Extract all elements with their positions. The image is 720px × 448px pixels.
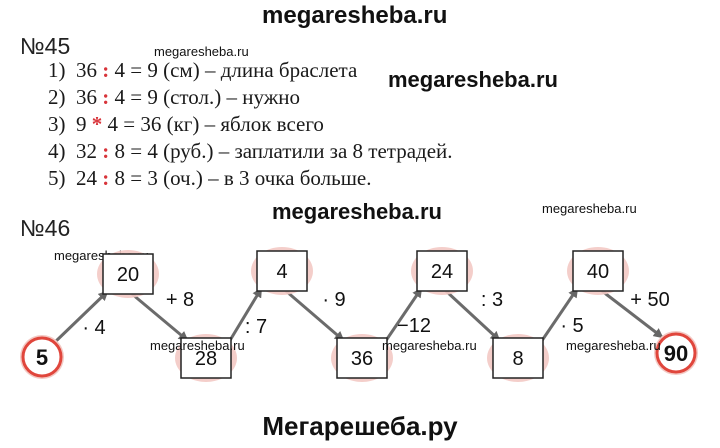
chain-arrow bbox=[444, 289, 501, 342]
watermark-diagram-1: megaresheba.ru bbox=[150, 338, 245, 353]
line-number: 5) bbox=[48, 166, 66, 190]
chain-box-value: 8 bbox=[512, 348, 523, 370]
line-operand: 32 bbox=[76, 139, 97, 163]
line-operand: 24 bbox=[76, 166, 97, 190]
chain-box: 20 bbox=[97, 250, 159, 298]
chain-box-value: 36 bbox=[351, 348, 373, 370]
operation-label: : 7 bbox=[245, 316, 267, 338]
operation-label: + 8 bbox=[166, 289, 194, 311]
chain-box-value: 24 bbox=[431, 261, 453, 283]
line-number: 4) bbox=[48, 139, 66, 163]
task-46-number: №46 bbox=[20, 215, 71, 241]
operation-label: · 4 bbox=[82, 317, 105, 339]
footer-site-name: Мегарешеба.ру bbox=[262, 411, 458, 441]
line-number: 1) bbox=[48, 58, 66, 82]
operation-label: · 9 bbox=[322, 289, 345, 311]
watermark-right: megaresheba.ru bbox=[388, 67, 558, 92]
watermark-small-right: megaresheba.ru bbox=[542, 201, 637, 216]
chain-arrow bbox=[601, 289, 664, 339]
chain-box: 28 bbox=[175, 334, 237, 382]
operation-label: + 50 bbox=[630, 289, 669, 311]
chain-box-value: 28 bbox=[195, 348, 217, 370]
chain-box: 24 bbox=[411, 247, 473, 295]
chain-box-value: 20 bbox=[117, 264, 139, 286]
line-operand: 9 bbox=[76, 112, 87, 136]
line-expression: 4 = 36 (кг) – яблок всего bbox=[107, 112, 324, 136]
end-circle: 90 bbox=[654, 331, 698, 375]
watermark-middle: megaresheba.ru bbox=[272, 199, 442, 224]
line-number: 3) bbox=[48, 112, 66, 136]
start-circle-value: 5 bbox=[36, 345, 48, 370]
operation-label: · 5 bbox=[560, 315, 583, 337]
line-expression: 4 = 9 (см) – длина браслета bbox=[114, 58, 358, 82]
watermark-small: megaresheba.ru bbox=[154, 44, 249, 59]
chain-box-value: 40 bbox=[587, 261, 609, 283]
line-expression: 4 = 9 (стол.) – нужно bbox=[114, 85, 300, 109]
end-circle-value: 90 bbox=[664, 341, 688, 366]
line-number: 2) bbox=[48, 85, 66, 109]
chain-box: 4 bbox=[251, 247, 313, 295]
task-45-number: №45 bbox=[20, 33, 71, 59]
solution-line: 3) 9 * 4 = 36 (кг) – яблок всего bbox=[48, 112, 324, 136]
line-operator: : bbox=[102, 139, 110, 163]
chain-arrow bbox=[131, 292, 189, 342]
line-expression: 8 = 3 (оч.) – в 3 очка больше. bbox=[114, 166, 372, 190]
chain-arrow bbox=[52, 290, 109, 345]
line-operand: 36 bbox=[76, 58, 97, 82]
solution-line: 2) 36 : 4 = 9 (стол.) – нужно bbox=[48, 85, 300, 109]
line-operator: : bbox=[102, 166, 110, 190]
solution-line: 4) 32 : 8 = 4 (руб.) – заплатили за 8 те… bbox=[48, 139, 453, 163]
watermark-diagram-2: megaresheba.ru bbox=[382, 338, 477, 353]
watermark-top: megaresheba.ru bbox=[262, 2, 448, 29]
operation-label: : 3 bbox=[481, 289, 503, 311]
number-chain-diagram: 5 90 20 28 4 36 24 8 40 · 4 + 8 : 7 · 9 −12 : 3 · 5 + 5… bbox=[20, 247, 698, 382]
line-expression: 8 = 4 (руб.) – заплатили за 8 тетрадей. bbox=[114, 139, 453, 163]
chain-arrow bbox=[227, 287, 263, 343]
line-operand: 36 bbox=[76, 85, 97, 109]
solution-line: 5) 24 : 8 = 3 (оч.) – в 3 очка больше. bbox=[48, 166, 371, 190]
chain-arrow bbox=[539, 287, 579, 343]
chain-box: 8 bbox=[487, 334, 549, 382]
chain-arrow bbox=[285, 289, 345, 342]
chain-box: 36 bbox=[331, 334, 393, 382]
chain-box-value: 4 bbox=[276, 261, 287, 283]
chain-arrow bbox=[383, 287, 423, 343]
line-operator: * bbox=[91, 112, 103, 136]
start-circle: 5 bbox=[20, 335, 64, 379]
line-operator: : bbox=[102, 85, 110, 109]
chain-box: 40 bbox=[567, 247, 629, 295]
solution-line: 1) 36 : 4 = 9 (см) – длина браслета bbox=[48, 58, 357, 82]
operation-label: −12 bbox=[397, 315, 431, 337]
line-operator: : bbox=[102, 58, 110, 82]
watermark-diagram-3: megaresheba.ru bbox=[566, 338, 661, 353]
